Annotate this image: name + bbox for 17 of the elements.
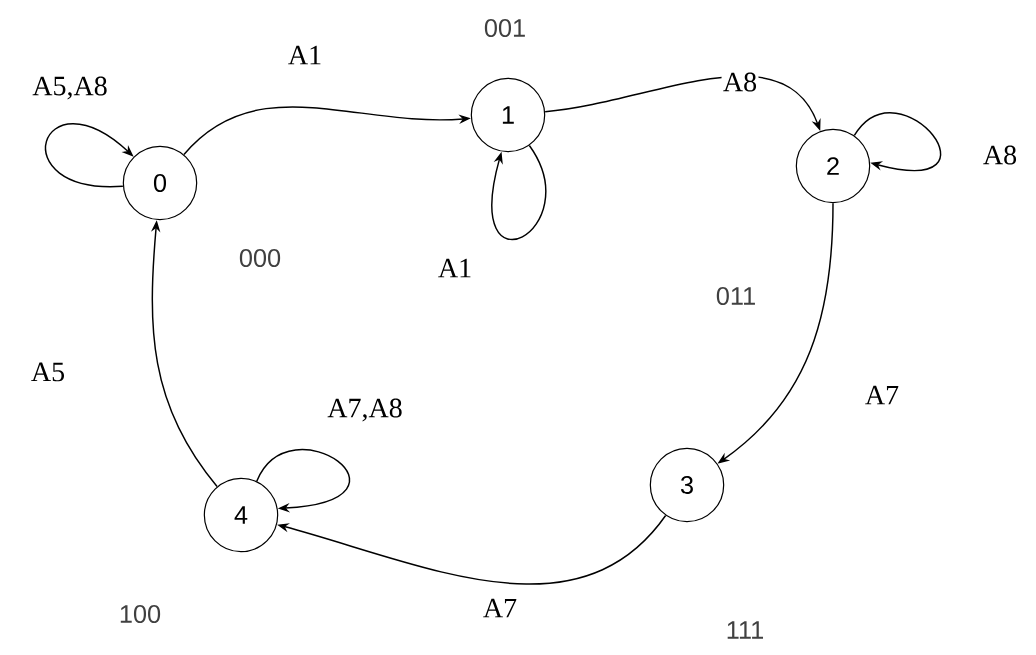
edge-label: A5,A8 (30, 75, 110, 101)
state-code: 001 (484, 19, 525, 37)
edge-label: A1 (436, 257, 474, 279)
edge-label: A8 (981, 144, 1019, 166)
edge-label: A5 (29, 361, 67, 383)
edge-label: A1 (286, 44, 324, 66)
edge-label: A7 (481, 597, 519, 619)
arrow (853, 112, 942, 171)
state-code: 100 (120, 605, 161, 623)
state-code: 011 (716, 287, 755, 305)
state-code: 000 (239, 249, 281, 267)
edge-label: A8 (721, 71, 759, 93)
arrow (256, 449, 351, 513)
state-code: 111 (727, 621, 763, 639)
arrow (491, 144, 547, 241)
edge-label: A7,A8 (325, 397, 405, 423)
edge-label: A7 (863, 384, 901, 406)
